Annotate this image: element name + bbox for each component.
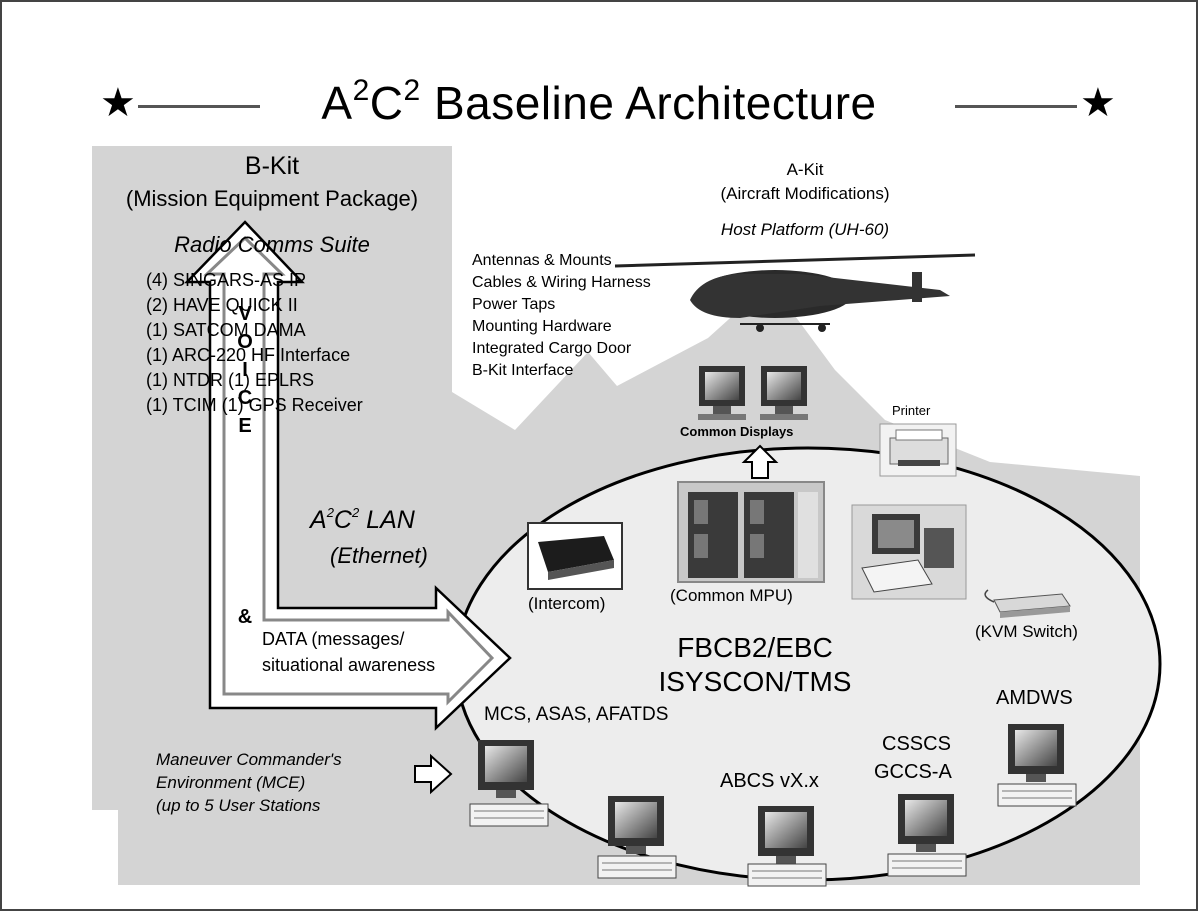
radio-list: (4) SINGARS-AS IP (2) HAVE QUICK II (1) … — [146, 268, 363, 418]
list-item: Mounting Hardware — [472, 318, 612, 335]
list-item: Antennas & Mounts — [472, 252, 612, 269]
fbcb2-label: FBCB2/EBC — [677, 632, 833, 663]
mcs-label: MCS, ASAS, AFATDS — [484, 704, 669, 725]
list-item: Cables & Wiring Harness — [472, 274, 651, 291]
common-display-monitor-left — [698, 366, 746, 420]
data-label: DATA (messages/ situational awareness — [262, 626, 435, 678]
list-item: (1) SATCOM DAMA — [146, 320, 306, 340]
lan-title: A2C2 LAN — [310, 505, 415, 534]
voice-letter: I — [242, 359, 248, 381]
isyscon-label: ISYSCON/TMS — [658, 666, 852, 697]
lan-subtitle: (Ethernet) — [330, 543, 428, 568]
terminal-icon — [851, 504, 967, 600]
aircraft-mods-list: Antennas & Mounts Cables & Wiring Harnes… — [472, 250, 651, 382]
intercom-label: (Intercom) — [528, 594, 606, 613]
printer-icon — [879, 423, 957, 477]
star-icon-right: ★ — [1080, 81, 1116, 125]
workstation-csscs — [887, 794, 967, 877]
up-arrow — [741, 444, 779, 479]
star-icon-left: ★ — [100, 81, 136, 125]
list-item: Power Taps — [472, 296, 556, 313]
voice-label: V O I C E — [230, 300, 260, 440]
mce-line: (up to 5 User Stations — [156, 796, 321, 815]
voice-letter: C — [237, 387, 253, 409]
workstation-mcs — [469, 740, 549, 827]
list-item: (2) HAVE QUICK II — [146, 295, 298, 315]
workstation-amdws — [997, 724, 1077, 807]
bkit-subtitle: (Mission Equipment Package) — [125, 186, 419, 211]
abcs-label: ABCS vX.x — [720, 770, 819, 792]
intercom-icon — [527, 522, 623, 590]
mce-label: Maneuver Commander's Environment (MCE) (… — [156, 748, 342, 817]
workstation-abcs — [747, 806, 827, 887]
common-display-monitor-right — [760, 366, 808, 420]
title-rule-left — [138, 105, 260, 108]
printer-label: Printer — [892, 403, 931, 418]
list-item: (4) SINGARS-AS IP — [146, 270, 307, 290]
gccs-label: GCCS-A — [874, 761, 952, 783]
bkit-title: B-Kit — [244, 152, 300, 180]
voice-data-arrow-inner — [203, 235, 495, 706]
common-mpu-icon — [677, 481, 825, 583]
mce-line: Maneuver Commander's — [156, 750, 342, 769]
mce-line: Environment (MCE) — [156, 773, 306, 792]
ampersand: & — [237, 606, 253, 628]
kvm-switch-label: (KVM Switch) — [975, 622, 1078, 641]
list-item: (1) TCIM (1) GPS Receiver — [146, 395, 363, 415]
helicopter-icon — [614, 253, 976, 332]
csscs-label: CSSCS — [882, 733, 951, 755]
radio-comms-suite: Radio Comms Suite — [174, 232, 370, 257]
common-mpu-label: (Common MPU) — [670, 586, 793, 605]
list-item: B-Kit Interface — [472, 362, 574, 379]
list-item: (1) NTDR (1) EPLRS — [146, 370, 315, 390]
list-item: Integrated Cargo Door — [472, 340, 632, 357]
voice-letter: V — [238, 303, 252, 325]
list-item: (1) ARC-220 HF Interface — [146, 345, 351, 365]
data-label-line: situational awareness — [262, 655, 436, 675]
data-label-line: DATA (messages/ — [262, 629, 405, 649]
voice-letter: E — [238, 415, 252, 437]
voice-letter: O — [237, 331, 253, 353]
akit-subtitle: (Aircraft Modifications) — [720, 184, 890, 203]
workstation-2 — [597, 796, 677, 879]
akit-title: A-Kit — [786, 160, 824, 179]
host-platform: Host Platform (UH-60) — [720, 220, 890, 239]
common-displays-label: Common Displays — [680, 424, 794, 439]
kvm-switch-icon — [984, 589, 1071, 618]
page-title: A2C2 Baseline Architecture — [321, 74, 877, 129]
amdws-label: AMDWS — [996, 687, 1073, 709]
title-rule-right — [955, 105, 1077, 108]
voice-data-arrow — [184, 220, 512, 731]
mce-arrow — [414, 753, 453, 795]
